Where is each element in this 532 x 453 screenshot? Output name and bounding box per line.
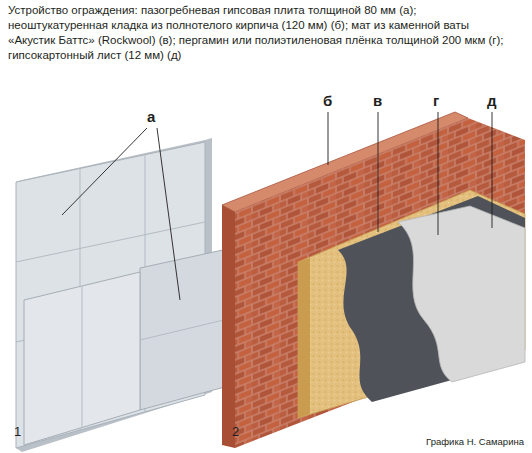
part-letter: в [373, 92, 382, 109]
caption: Устройство ограждения: пазогребневая гип… [8, 3, 518, 63]
part-letter: д [487, 92, 497, 109]
gypsum-slabs [16, 138, 238, 452]
part-letter: г [433, 92, 439, 109]
figure-number: 2 [232, 424, 239, 439]
leader-lines [62, 112, 492, 300]
mineral-wool-mat [298, 190, 525, 418]
vapour-barrier-film [338, 196, 525, 402]
part-letter: а [147, 108, 155, 125]
brick-wall [222, 112, 525, 448]
figure-number: 1 [14, 424, 21, 439]
plasterboard-sheet [398, 206, 525, 382]
part-letter: б [323, 92, 332, 109]
credit: Графика Н. Самарина [426, 436, 524, 447]
